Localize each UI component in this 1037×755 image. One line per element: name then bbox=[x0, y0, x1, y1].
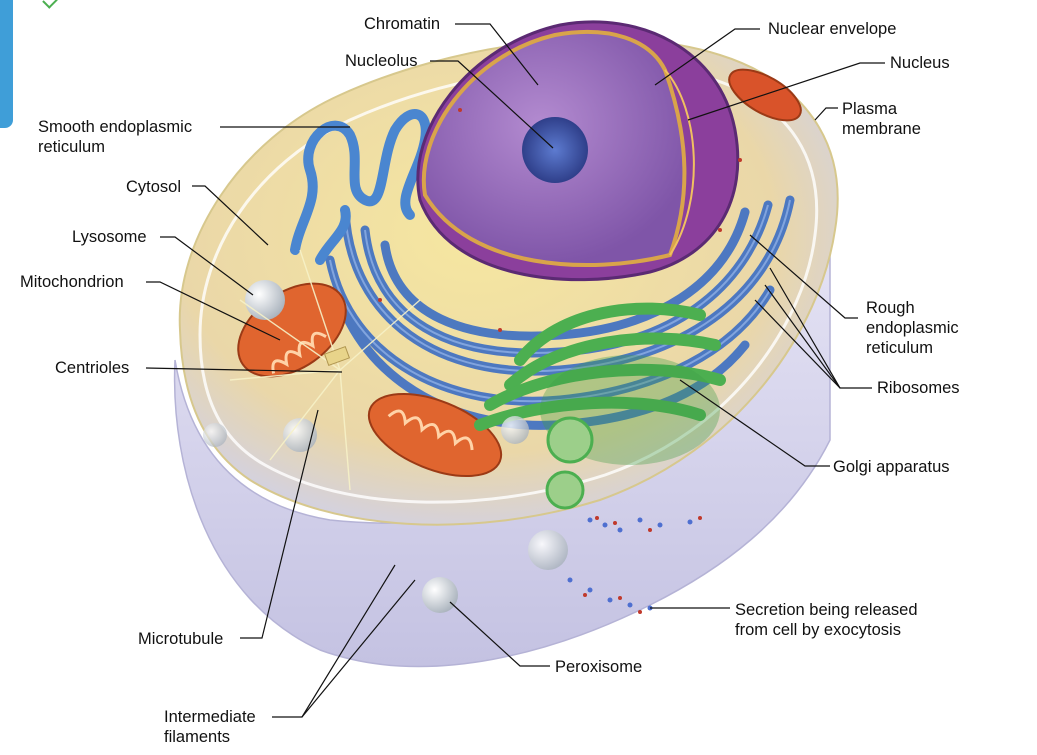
peroxisome-shape bbox=[422, 577, 458, 613]
label-golgi-apparatus: Golgi apparatus bbox=[833, 458, 950, 476]
golgi-shape bbox=[474, 302, 726, 431]
label-nuclear-envelope: Nuclear envelope bbox=[768, 20, 897, 38]
label-peroxisome: Peroxisome bbox=[555, 658, 643, 676]
label-mitochondrion: Mitochondrion bbox=[20, 273, 124, 291]
label-nucleus: Nucleus bbox=[890, 54, 950, 72]
label-chromatin: Chromatin bbox=[364, 15, 441, 33]
label-smooth-er: Smooth endoplasmic reticulum bbox=[38, 118, 193, 156]
nucleolus-shape bbox=[522, 117, 588, 183]
plasma-membrane-shape bbox=[198, 64, 819, 504]
label-cytosol: Cytosol bbox=[126, 178, 182, 196]
label-microtubule: Microtubule bbox=[138, 630, 224, 648]
side-tab bbox=[0, 0, 13, 128]
label-lysosome: Lysosome bbox=[72, 228, 147, 246]
label-intermediate-filaments: Intermediate filaments bbox=[164, 708, 256, 746]
label-nucleolus: Nucleolus bbox=[345, 52, 418, 70]
label-ribosomes: Ribosomes bbox=[877, 379, 960, 397]
secretion-dots bbox=[567, 517, 693, 611]
cell-lower-body bbox=[173, 199, 831, 668]
label-secretion: Secretion being released from cell by ex… bbox=[735, 601, 918, 639]
lysosome-shape bbox=[245, 280, 285, 320]
label-rough-er: Rough endoplasmic reticulum bbox=[866, 299, 959, 357]
label-centrioles: Centrioles bbox=[55, 359, 130, 377]
mitochondrion-shape-2 bbox=[367, 392, 503, 478]
leader-lines bbox=[145, 23, 885, 718]
label-plasma-membrane: Plasma membrane bbox=[842, 100, 921, 138]
